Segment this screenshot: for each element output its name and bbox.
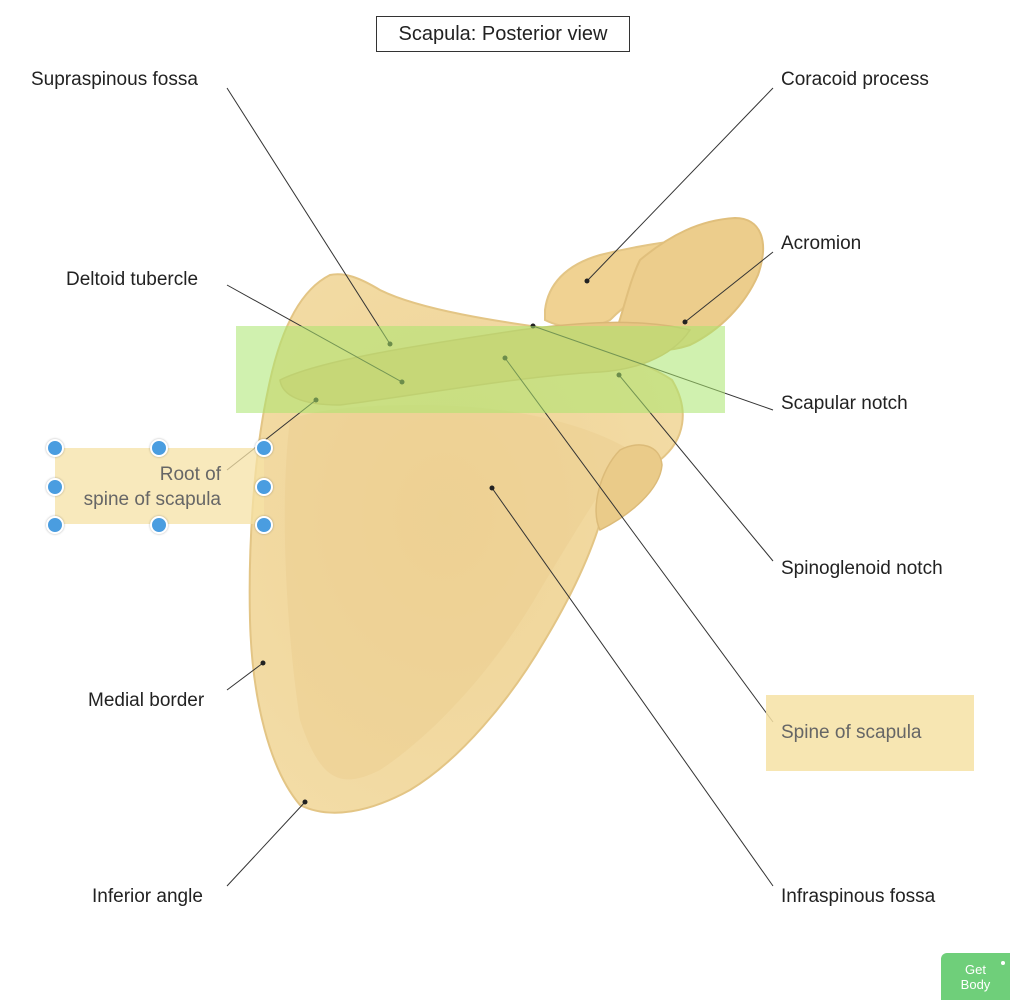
- label-infraspinous-fossa[interactable]: Infraspinous fossa: [781, 886, 936, 907]
- label-spine-of-scapula[interactable]: Spine of scapula: [781, 722, 922, 743]
- resize-handle-middle-left[interactable]: [46, 478, 64, 496]
- resize-handle-bottom-right[interactable]: [255, 516, 273, 534]
- root-label-line2: spine of scapula: [83, 489, 221, 510]
- get-body-line1: Get: [965, 961, 986, 977]
- label-root-of-spine[interactable]: Root of spine of scapula: [55, 462, 221, 512]
- resize-handle-bottom-center[interactable]: [150, 516, 168, 534]
- root-label-line1: Root of: [159, 464, 221, 485]
- root-of-spine-selection-box[interactable]: [55, 448, 264, 524]
- get-body-line2: Body: [960, 976, 991, 992]
- label-spinoglenoid-notch[interactable]: Spinoglenoid notch: [781, 558, 943, 579]
- spine-of-scapula-highlight[interactable]: [766, 695, 974, 771]
- spine-highlight-region[interactable]: [236, 326, 725, 413]
- resize-handle-top-right[interactable]: [255, 439, 273, 457]
- diagram-title: Scapula: Posterior view: [376, 16, 630, 52]
- get-body-button[interactable]: Get Body: [941, 953, 1010, 1000]
- label-deltoid-tubercle[interactable]: Deltoid tubercle: [66, 269, 199, 290]
- resize-handle-top-left[interactable]: [46, 439, 64, 457]
- label-supraspinous-fossa[interactable]: Supraspinous fossa: [31, 69, 198, 90]
- resize-handle-middle-right[interactable]: [255, 478, 273, 496]
- label-scapular-notch[interactable]: Scapular notch: [781, 393, 908, 414]
- label-inferior-angle[interactable]: Inferior angle: [92, 886, 203, 907]
- resize-handle-bottom-left[interactable]: [46, 516, 64, 534]
- resize-handle-top-center[interactable]: [150, 439, 168, 457]
- notification-dot: [1001, 961, 1005, 965]
- label-coracoid-process[interactable]: Coracoid process: [781, 69, 929, 90]
- blade-inner-shade: [284, 405, 630, 780]
- label-medial-border[interactable]: Medial border: [88, 690, 205, 711]
- label-acromion[interactable]: Acromion: [781, 233, 862, 254]
